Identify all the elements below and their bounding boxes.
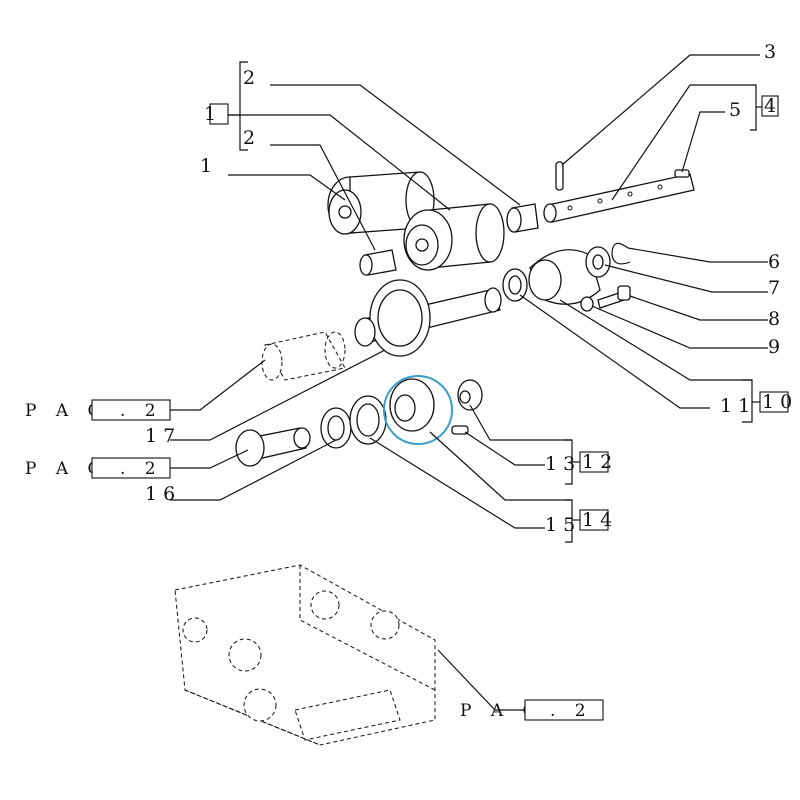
label-11: 1 1 <box>720 395 750 417</box>
pin-13 <box>451 425 469 435</box>
label-7: 7 <box>768 277 780 299</box>
label-2b: 2 <box>243 127 255 149</box>
boxed-label-14: 1 4 <box>582 509 612 531</box>
box-10 <box>759 391 789 413</box>
pin-3 <box>555 161 564 191</box>
page-ref-1-ref: . 2 <box>120 401 163 421</box>
bushing-2b <box>359 249 397 276</box>
gear-14 <box>389 378 435 432</box>
bearing-15b <box>349 395 387 445</box>
label-3: 3 <box>764 41 776 63</box>
page-ref-2-ref: . 2 <box>120 459 163 479</box>
label-2a: 2 <box>243 67 255 89</box>
page-ref-1-box <box>91 399 171 421</box>
label-16: 1 6 <box>145 483 175 505</box>
gear-pump-body-front <box>403 203 505 271</box>
page-ref-1-text: P A G <box>25 401 108 421</box>
gear-16 <box>235 427 311 467</box>
box-14 <box>579 509 609 531</box>
boxed-label-12: 1 2 <box>582 451 612 473</box>
label-5: 5 <box>729 99 741 121</box>
page-ref-3-box <box>524 699 604 721</box>
seal-7 <box>585 246 611 278</box>
label-15: 1 5 <box>545 514 575 536</box>
label-17: 1 7 <box>145 425 175 447</box>
page-ref-3-text: P A G <box>460 701 543 721</box>
screw-8 <box>597 285 631 309</box>
page-ref-2-text: P A G <box>25 459 108 479</box>
bearing-15a <box>320 407 352 449</box>
drive-shaft <box>354 279 502 357</box>
bushing-2a <box>506 203 539 233</box>
washer-9 <box>580 296 594 312</box>
box-4 <box>761 95 779 117</box>
highlight-circle <box>383 375 453 445</box>
boxed-label-10: 1 0 <box>762 391 792 413</box>
label-1: 1 <box>200 155 212 177</box>
label-6: 6 <box>768 251 780 273</box>
leader-lines <box>170 54 768 711</box>
housing-dashed <box>174 564 436 746</box>
label-8: 8 <box>768 308 780 330</box>
snap-ring-6 <box>611 242 631 265</box>
boxed-label-1: 1 <box>204 103 216 125</box>
shaft-4 <box>543 173 695 223</box>
cover-11 <box>528 249 601 305</box>
page-ref-2-box <box>91 457 171 479</box>
box-1 <box>209 103 229 125</box>
sleeve-17-dashed <box>261 331 346 381</box>
box-12 <box>579 451 609 473</box>
washer-12 <box>457 379 483 411</box>
ring-10 <box>502 268 528 302</box>
page-ref-3-ref: . 2 <box>550 701 593 721</box>
label-9: 9 <box>768 336 780 358</box>
gear-pump-body-rear <box>327 171 435 235</box>
label-13: 1 3 <box>545 453 575 475</box>
boxed-label-4: 4 <box>764 95 776 117</box>
